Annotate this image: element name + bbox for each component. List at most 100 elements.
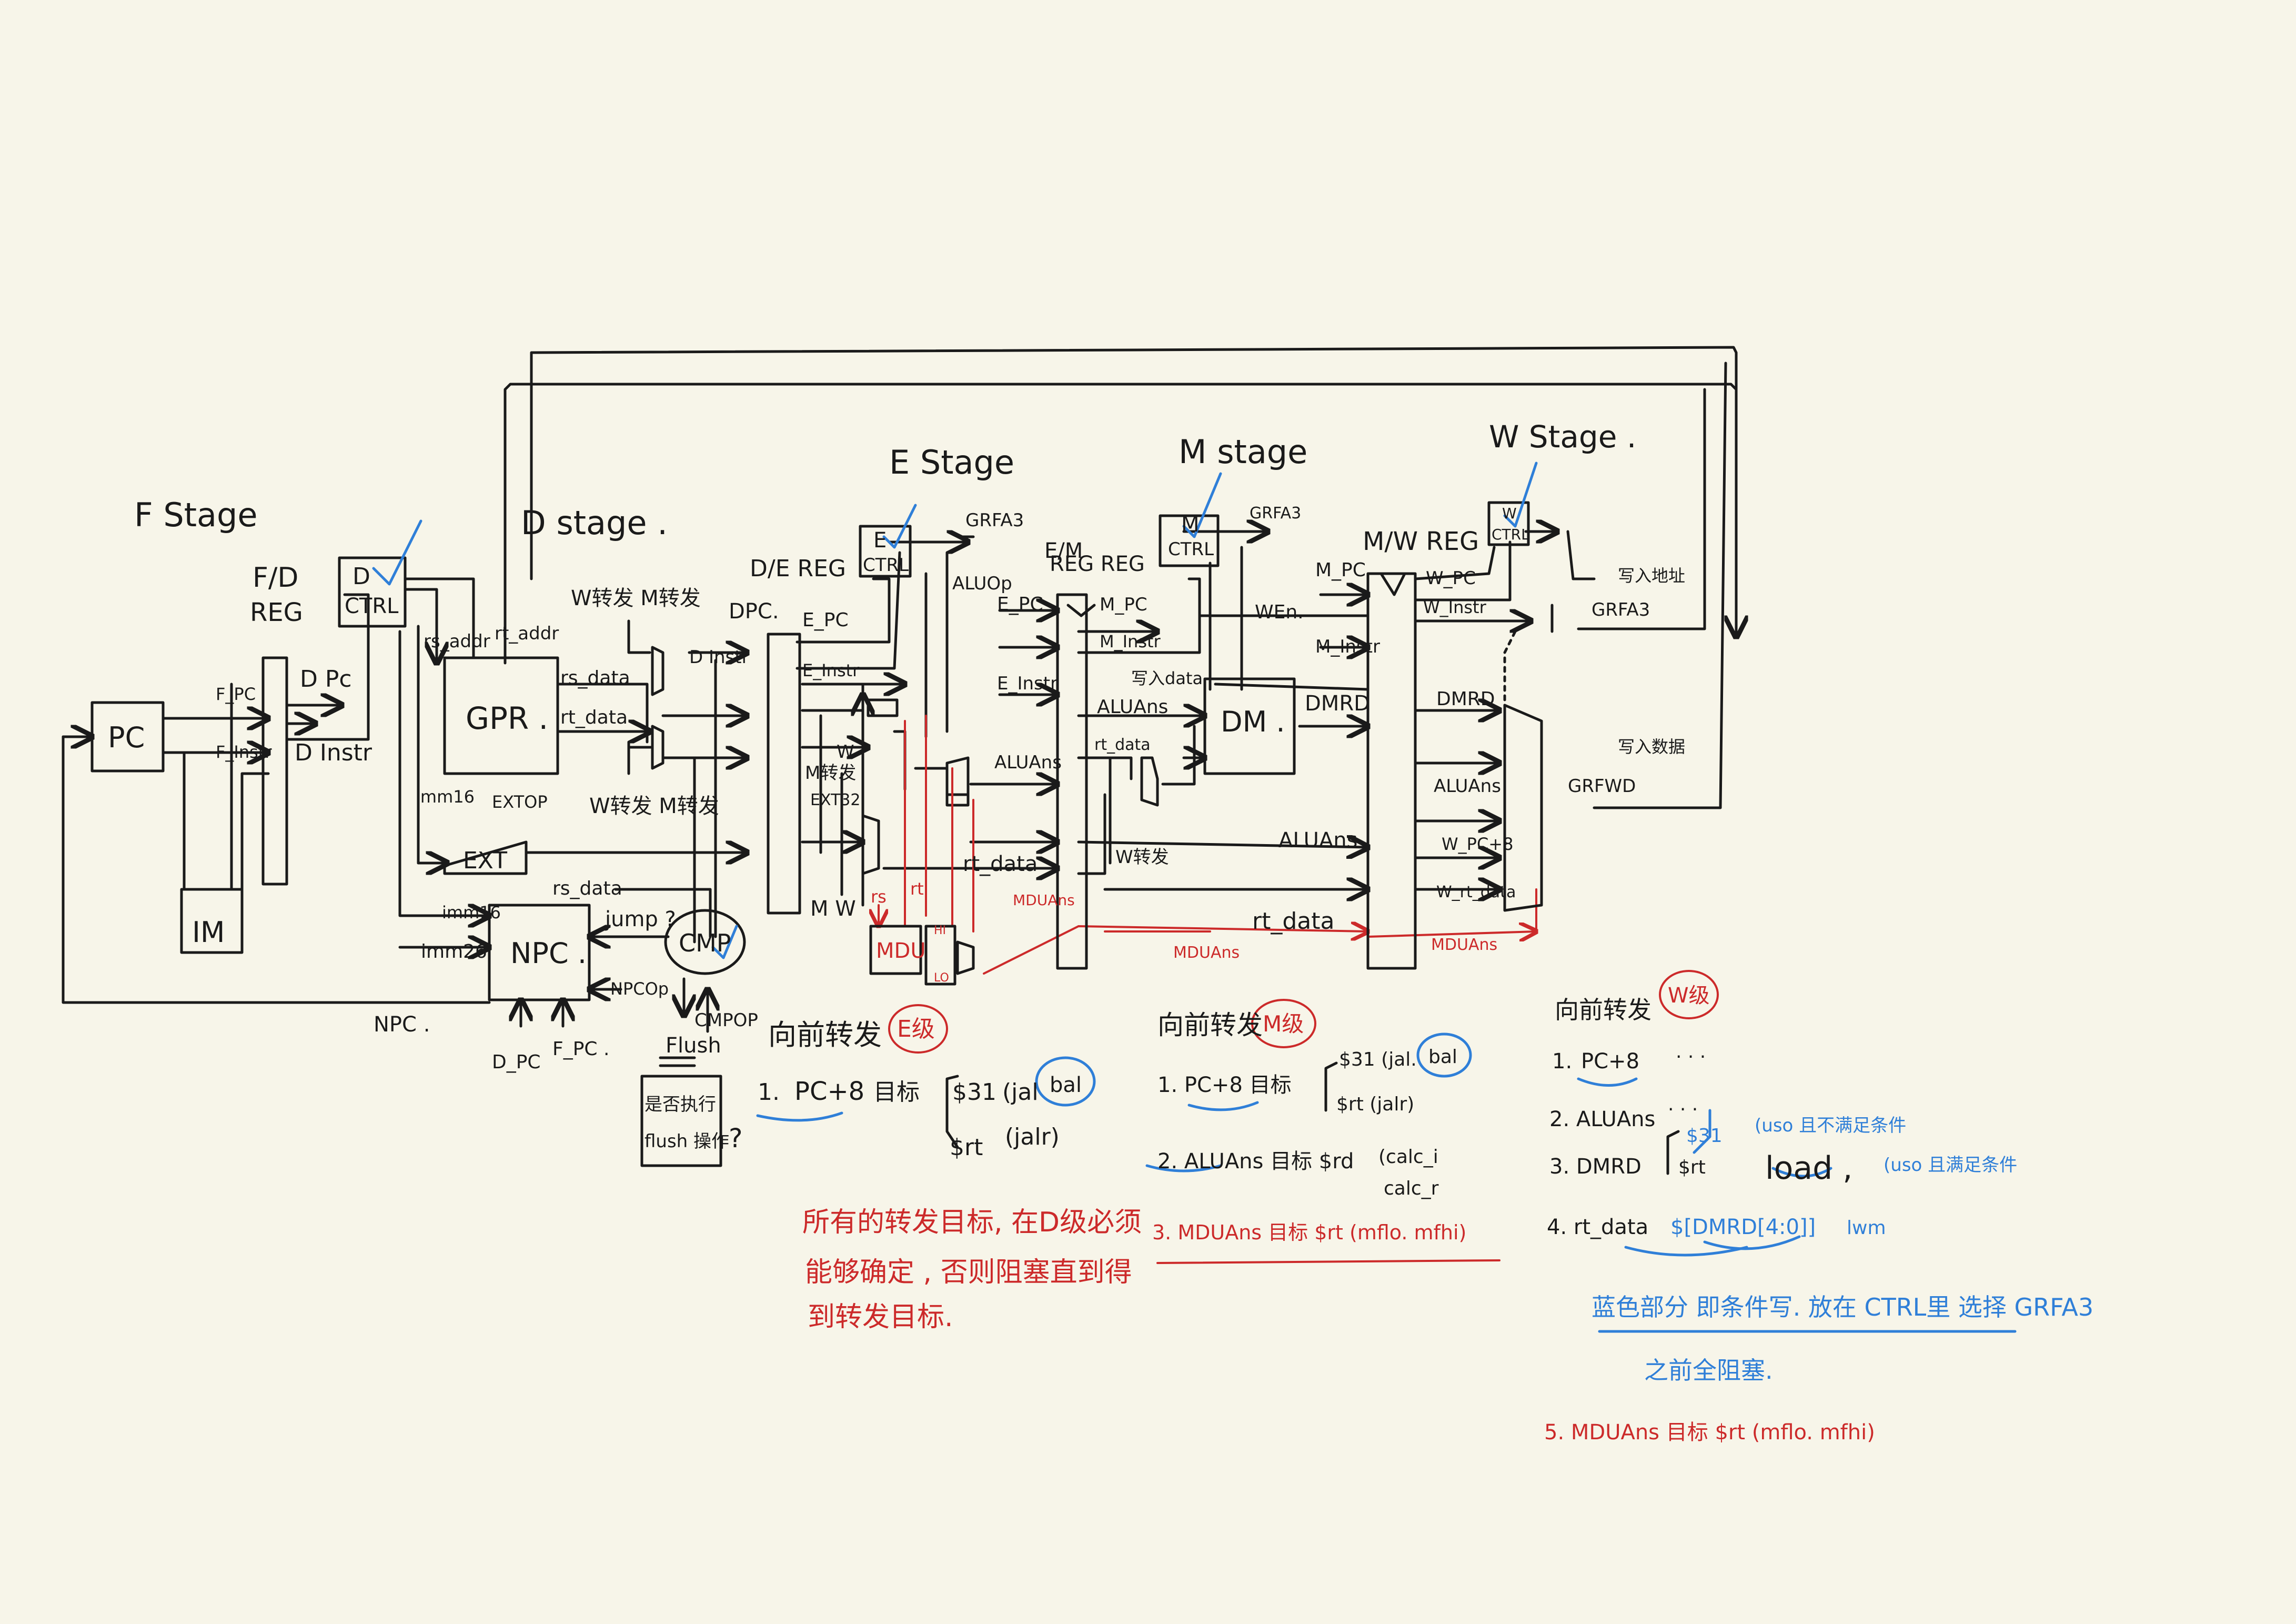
fwd-m-item: 1. PC+8 目标 [1157,1073,1292,1097]
mw-reg-block [1366,572,1417,970]
mux-e-3 [861,814,880,875]
w-ctrl-label: W [1502,505,1517,522]
w-stage-label: W Stage . [1489,419,1636,455]
d-ctrl-label: D [353,563,370,590]
grfwd-mux [1503,704,1543,912]
signal-label: HI [934,924,946,937]
fd-reg-block [261,656,288,886]
fd-reg-label-2: REG [250,598,303,627]
mux-mdu [956,940,975,975]
mux-e-2 [651,725,664,770]
signal-label: MDUAns [1431,936,1497,954]
gpr-block [443,656,559,775]
fwd-w-item: lwm [1847,1217,1886,1239]
mux-e-1 [651,646,664,696]
signal-label: M_Instr [1315,636,1380,657]
signal-label: ALUAns [1278,828,1358,853]
ext-block [443,840,528,875]
fwd-w-item: 1. [1552,1049,1572,1074]
cmp-label: CMP [679,929,731,957]
signal-label: D Pc [300,666,352,693]
signal-label: rt_addr [495,623,559,644]
im-label: IM [192,916,225,949]
fwd-e-item: 1. [758,1079,780,1106]
signal-label: flush 操作 [645,1131,729,1152]
signal-label: DPC. [729,599,779,624]
fwd-m-title: 向前转发 [1157,1010,1263,1040]
cmp-block [664,909,746,975]
signal-label: E_PC [997,594,1043,615]
signal-label: 是否执行 [645,1094,716,1115]
gpr-label: GPR . [466,700,548,736]
signal-label: GRFWD [1568,776,1636,797]
e-ctrl-label-2: CTRL [863,555,909,576]
signal-label: ALUAns [994,752,1062,773]
fwd-w-item: load , [1765,1150,1852,1187]
red-note: 到转发目标. [808,1301,953,1333]
mw-reg-mark [1379,572,1406,596]
signal-label: 写入地址 [1618,566,1685,586]
check-icon [1503,462,1538,528]
signal-label: jump ? [605,907,676,931]
signal-label: rs [871,887,887,907]
signal-label: F_Instr [216,742,272,762]
signal-label: rs_data [560,667,630,689]
signal-label: imm16 [416,787,475,807]
e-badge-circle [888,1004,948,1054]
signal-label: 写入数据 [1618,737,1685,757]
signal-label: GRFA3 [1592,599,1650,620]
annotation-decor [640,970,2017,1333]
signal-label: imm16 [442,903,501,923]
e-ctrl-block [859,525,912,578]
de-reg-label: D/E REG [750,555,846,582]
fd-reg-label: F/D [253,562,298,594]
fwd-e-item: bal [1050,1073,1082,1097]
signal-label: ? [729,1123,743,1154]
signal-label: rs_addr [424,631,490,652]
pc-label: PC [108,721,145,754]
signal-label: M_Instr [1100,631,1161,651]
m-ctrl-block [1159,514,1220,567]
fwd-w-item: PC+8 [1581,1049,1639,1074]
labels: F Stage D stage . E Stage M stage W Stag… [108,419,2093,1445]
fwd-e-item: $rt [950,1134,983,1161]
red-note: 能够确定 , 否则阻塞直到得 [805,1257,1132,1288]
signal-label: D Instr [295,739,372,766]
signal-label: W_rt_data [1436,883,1516,901]
signal-label: W转发 [1115,847,1169,868]
fwd-w-item: 3. DMRD [1549,1155,1642,1179]
dm-block [1203,677,1296,775]
signal-label: MDUAns [1173,944,1240,962]
signal-label: MDUAns [1013,891,1075,909]
bal-circle [1035,1056,1096,1107]
signal-label: EXTOP [492,792,548,812]
signal-label: imm26 [421,941,487,963]
signal-label: rt_data [963,852,1038,876]
f-stage-label: F Stage [134,496,258,534]
fwd-m-item: calc_r [1384,1178,1439,1199]
signal-label: GRFA3 [1250,504,1301,523]
d-stage-label: D stage . [521,504,668,542]
npc-label: NPC . [510,937,587,970]
mdu-wires [879,715,1536,975]
e-ctrl-label: E [873,528,887,553]
fwd-e-item: PC+8 [794,1077,864,1106]
fwd-e-item: 目标 [873,1079,920,1106]
em-reg-mark [1066,604,1096,617]
em-reg-block [1056,593,1088,970]
check-icon [1182,472,1222,538]
signal-label: W [837,741,854,763]
fwd-w-badge: W级 [1668,984,1710,1008]
ext-label: EXT [463,847,507,874]
signal-label: ALUAns [1434,776,1501,797]
m-ctrl-label: M [1181,513,1200,537]
fwd-w-item: 4. rt_data [1547,1215,1648,1239]
signal-label: rt_data [560,707,628,728]
signal-label: E_PC [802,609,849,631]
fwd-m-item: (calc_i [1378,1146,1438,1168]
m-ctrl-label-2: CTRL [1168,539,1214,560]
npc-block [488,904,591,1001]
signal-label: D Instr [689,647,749,668]
fwd-m-item: bal [1428,1046,1457,1068]
w-ctrl-label-2: CTRL [1492,526,1529,543]
